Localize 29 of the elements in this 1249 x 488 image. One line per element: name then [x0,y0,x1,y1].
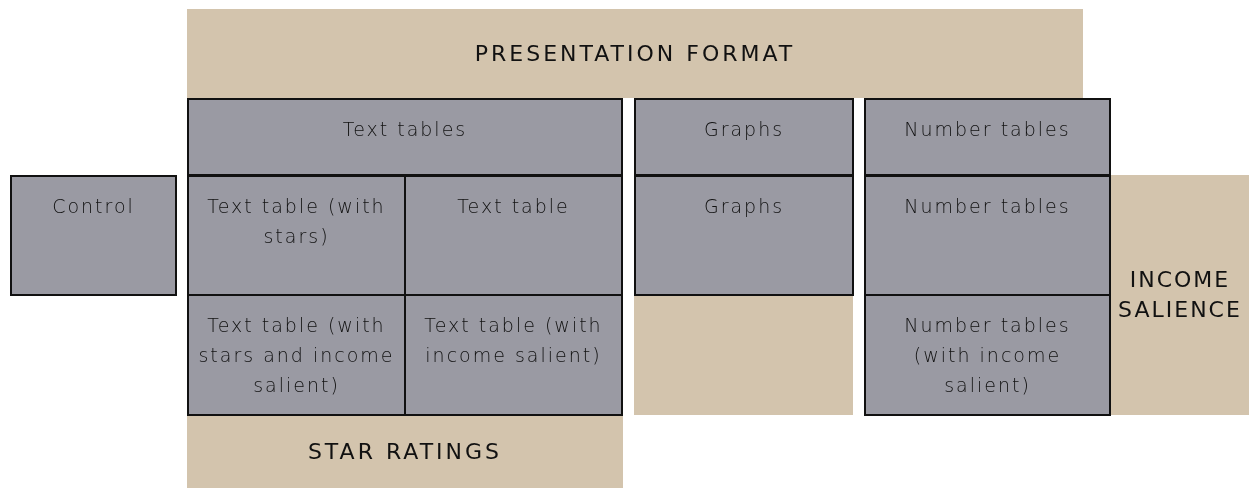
condition-box [864,98,1111,176]
category-label: INCOME SALIENCE [1117,266,1243,324]
condition-box [10,175,177,296]
category-band [187,9,1083,98]
condition-box [187,294,406,416]
condition-box [187,98,623,176]
empty-band [634,294,853,415]
condition-box [634,98,854,176]
condition-label: Number tables [904,117,1071,142]
condition-label: Number tables (with income salient) [903,313,1072,398]
condition-label: Text table (with income salient) [423,313,604,368]
category-band [1111,175,1249,415]
condition-box [864,294,1111,416]
condition-label: Text tables [342,117,468,142]
condition-label: Graphs [703,194,785,219]
condition-box [404,175,623,296]
condition-label: Text table [457,194,570,219]
condition-box [864,175,1111,296]
condition-label: Text table (with stars and income salient) [197,313,396,398]
condition-box [187,175,406,296]
condition-label: Control [52,194,135,219]
category-label: PRESENTATION FORMAT [474,39,796,68]
category-label: STAR RATINGS [307,437,503,466]
condition-label: Graphs [703,117,785,142]
condition-box [634,175,854,296]
condition-label: Number tables [904,194,1071,219]
condition-label: Text table (with stars) [206,194,387,249]
condition-box [404,294,623,416]
category-band [187,415,623,488]
